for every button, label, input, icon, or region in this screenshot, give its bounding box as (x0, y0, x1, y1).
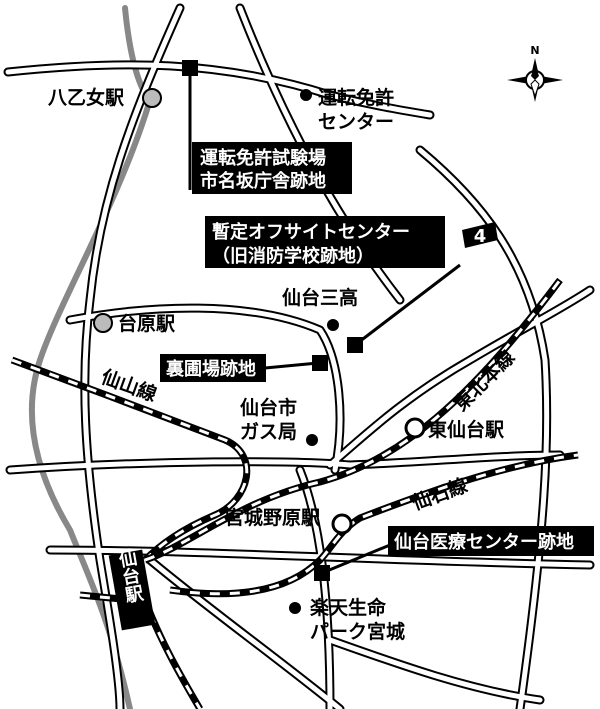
site-marker-1 (182, 60, 198, 76)
landmark-dot-sanko (327, 319, 339, 331)
site1-label-line2: 市名坂庁舎跡地 (200, 170, 326, 192)
compass-north-label: N (530, 44, 539, 57)
landmark-driving-center-line2: センター (318, 111, 394, 133)
landmark-sendai-sanko: 仙台三高 (282, 286, 358, 309)
route-badge-shape (462, 222, 498, 248)
landmark-driving-center-line1: 運転免許 (318, 86, 394, 109)
pointer-lines (188, 68, 461, 575)
station-label-yaotome: 八乙女駅 (48, 86, 125, 109)
station-marker-miyaginohara (331, 513, 353, 535)
station-marker-yaotome (142, 88, 162, 108)
landmark-dot-rakuten (289, 602, 301, 614)
station-marker-daihara (93, 313, 113, 333)
station-label-miyaginohara: 宮城野原駅 (225, 506, 321, 529)
site1-label-line1: 運転免許試験場 (200, 147, 326, 169)
station-marker-higashisendai (404, 417, 426, 439)
site4-label: 仙台医療センター跡地 (394, 531, 574, 553)
site3-box (160, 354, 266, 382)
station-label-higashisendai: 東仙台駅 (428, 418, 505, 441)
landmark-gas-line2: ガス局 (240, 421, 297, 443)
route-badge-number: 4 (474, 226, 487, 247)
landmark-dot-gas (306, 434, 318, 446)
station-label-daihara: 台原駅 (118, 312, 176, 335)
rail-label-senseki: 仙石線 (409, 474, 470, 515)
landmark-gas-line1: 仙台市 (240, 396, 297, 419)
site-markers (182, 60, 363, 581)
site-marker-4 (314, 565, 330, 581)
site3-label: 裏圃場跡地 (165, 358, 256, 380)
landmark-dot-driving-center (300, 89, 312, 101)
vertical-label-bg (108, 549, 156, 631)
station-markers (93, 88, 426, 535)
site2-box (205, 216, 445, 268)
site2-label-line2: （旧消防学校跡地） (212, 245, 374, 267)
compass-rose-icon: N (507, 44, 563, 102)
site1-box (192, 142, 352, 194)
landmark-rakuten-line2: パーク宮城 (310, 620, 405, 643)
site4-box (388, 526, 594, 556)
site-marker-2 (347, 337, 363, 353)
site2-label-line1: 暫定オフサイトセンター (212, 221, 410, 243)
landmark-dots (289, 89, 339, 614)
site-marker-3 (312, 355, 328, 371)
landmark-rakuten-line1: 楽天生命 (310, 596, 387, 619)
